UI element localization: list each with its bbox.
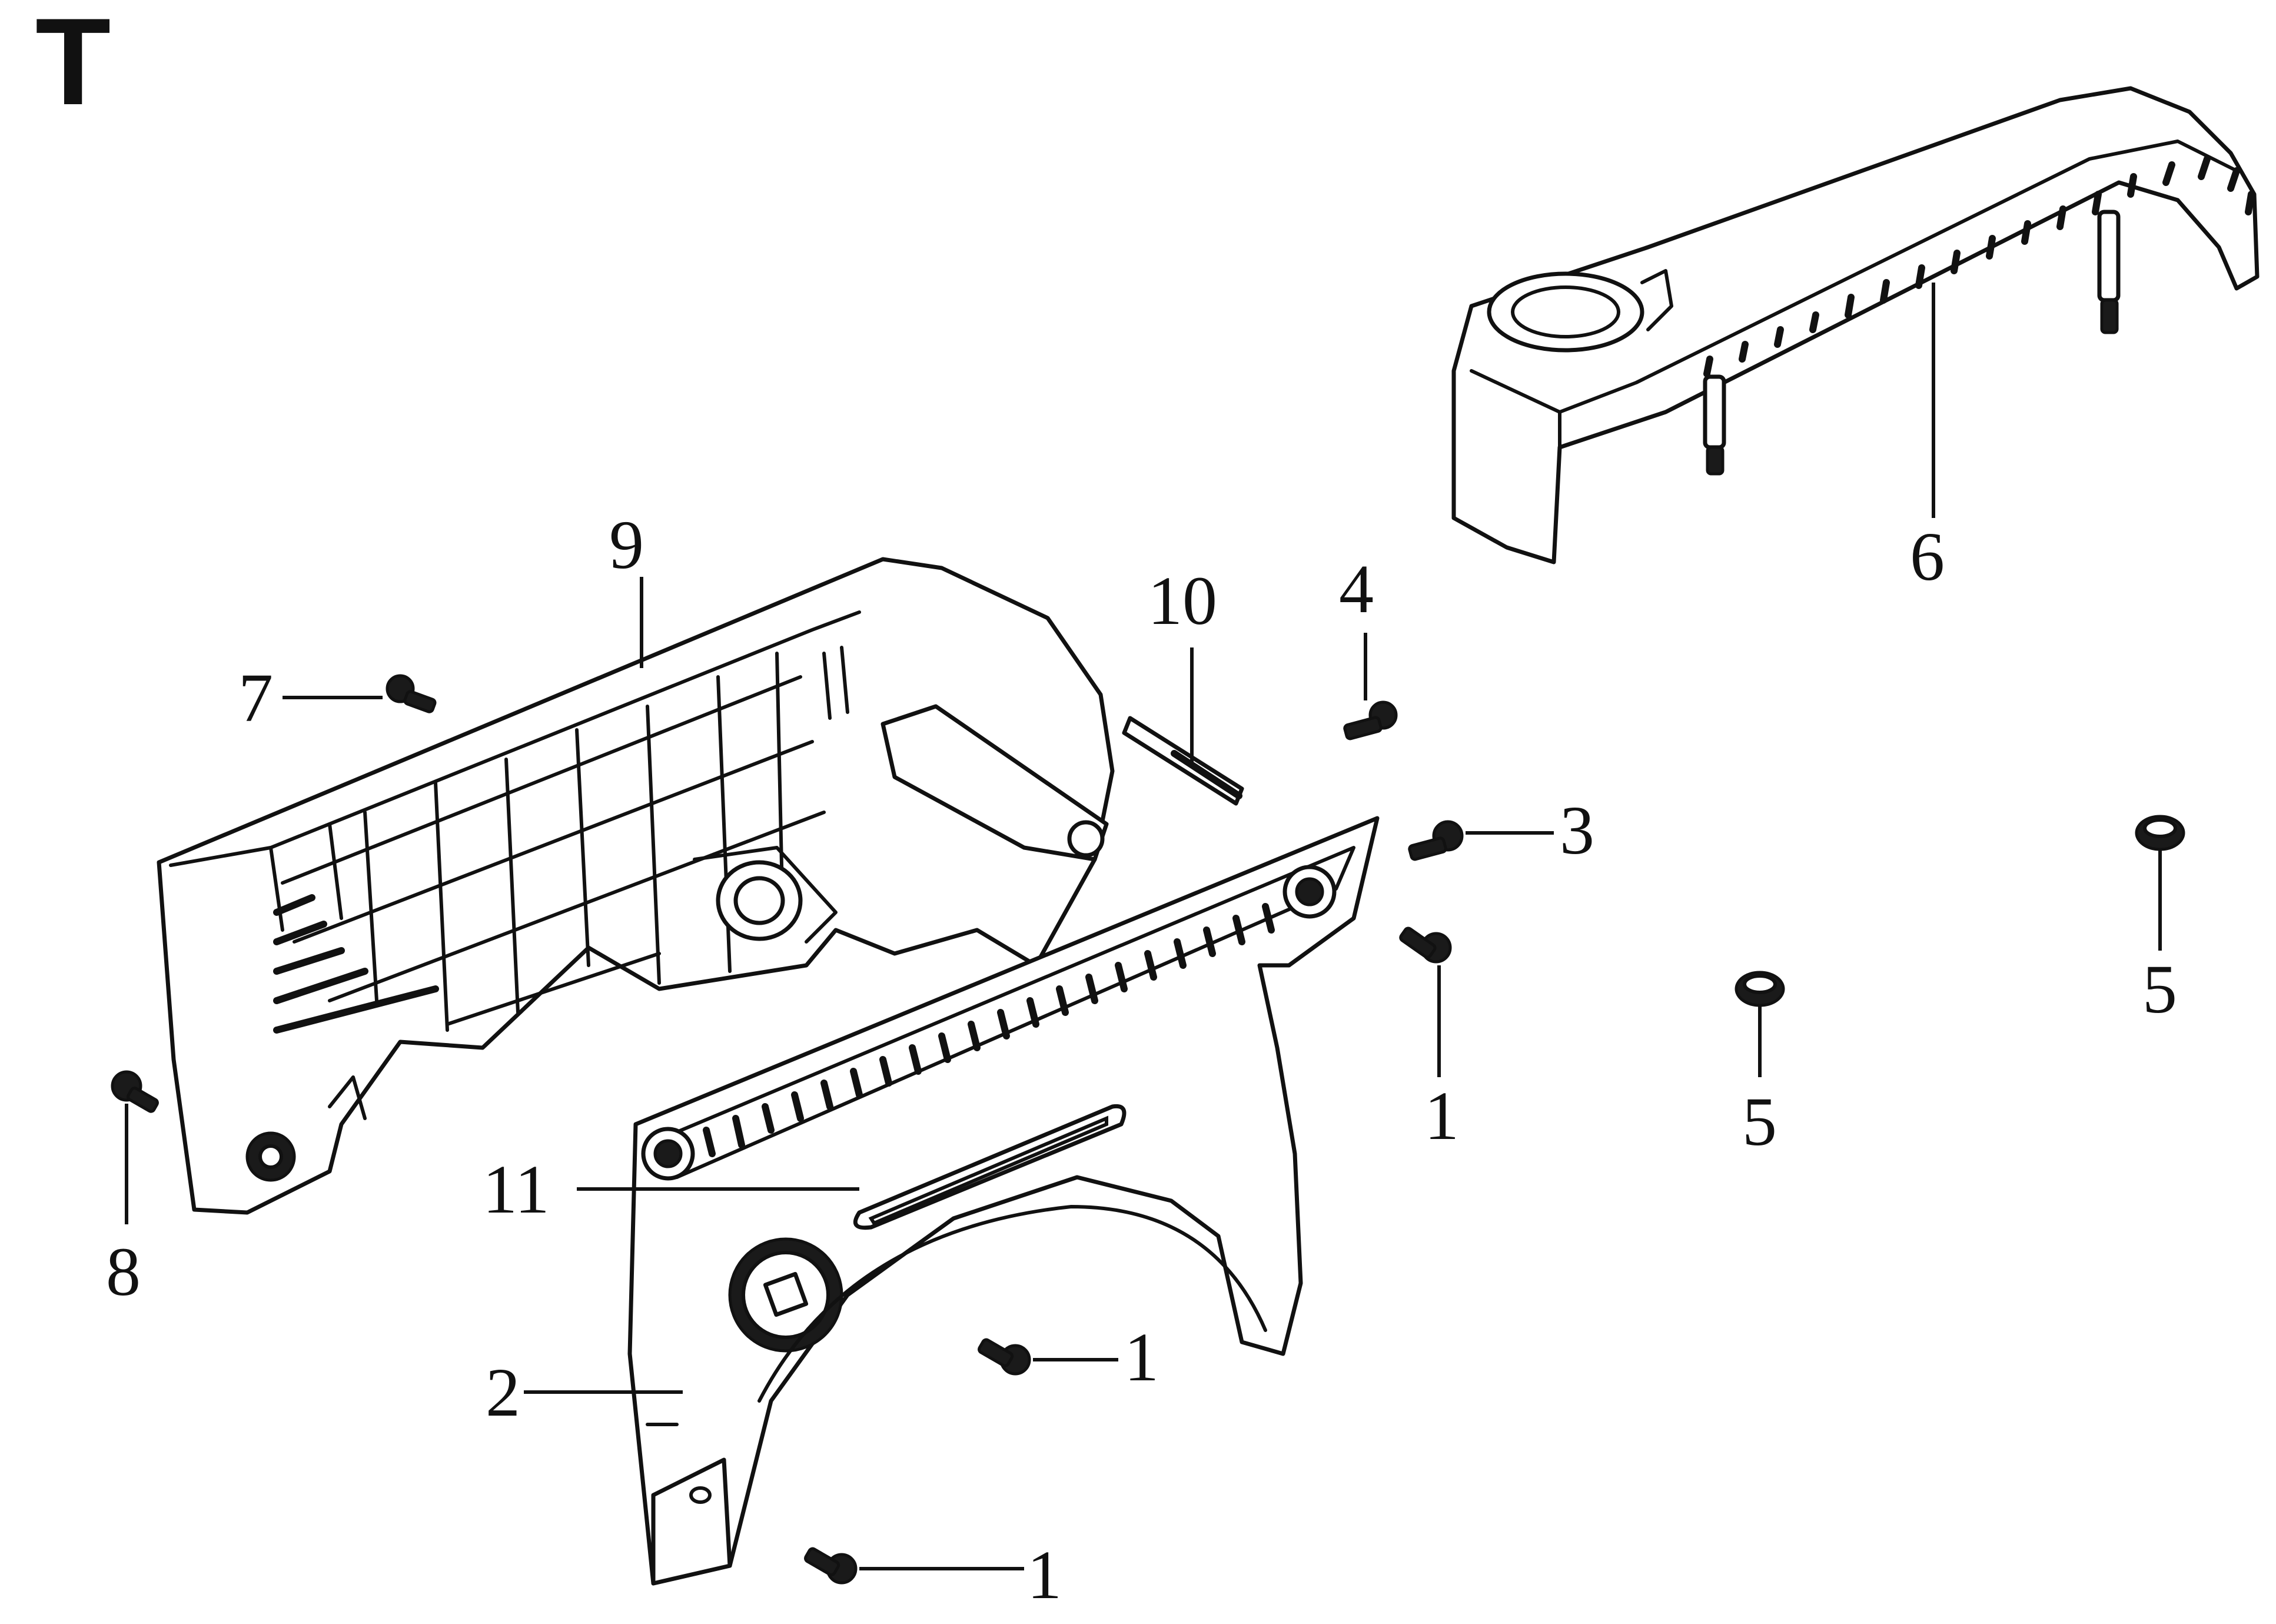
- part-2-front-guard: [627, 816, 1380, 1586]
- bolt-1-right: [1399, 926, 1452, 964]
- label-7: 7: [238, 659, 273, 736]
- label-2: 2: [486, 1354, 520, 1431]
- part-9-rear-guard: [157, 557, 1115, 1215]
- bolt-8: [111, 1070, 159, 1113]
- clip-5-left: [1735, 971, 1785, 1007]
- label-4: 4: [1339, 550, 1374, 627]
- label-3: 3: [1560, 792, 1594, 869]
- bolt-1-bottom: [804, 1547, 858, 1585]
- callout-labels: 9 10 4 7 3 6 8 11 2 1 1 1 5 5: [106, 506, 2177, 1613]
- leader-lines: [125, 283, 2162, 1570]
- label-1b: 1: [1124, 1319, 1159, 1396]
- label-1c: 1: [1027, 1536, 1062, 1613]
- label-5b: 5: [2142, 951, 2177, 1028]
- label-11: 11: [483, 1151, 550, 1228]
- part-10-pin: [1122, 716, 1244, 806]
- label-10: 10: [1148, 562, 1217, 639]
- label-1a: 1: [1424, 1077, 1459, 1154]
- bolt-7: [386, 674, 437, 713]
- label-9: 9: [609, 506, 644, 583]
- section-letter: T: [35, 0, 111, 131]
- label-6: 6: [1910, 518, 1945, 595]
- bolt-4: [1343, 700, 1398, 740]
- bolt-3: [1408, 820, 1464, 861]
- label-8: 8: [106, 1233, 141, 1310]
- bolt-1-middle: [978, 1338, 1031, 1376]
- label-5a: 5: [1742, 1083, 1777, 1160]
- clip-5-right: [2135, 815, 2185, 851]
- part-6-top-guard: [1451, 86, 2260, 564]
